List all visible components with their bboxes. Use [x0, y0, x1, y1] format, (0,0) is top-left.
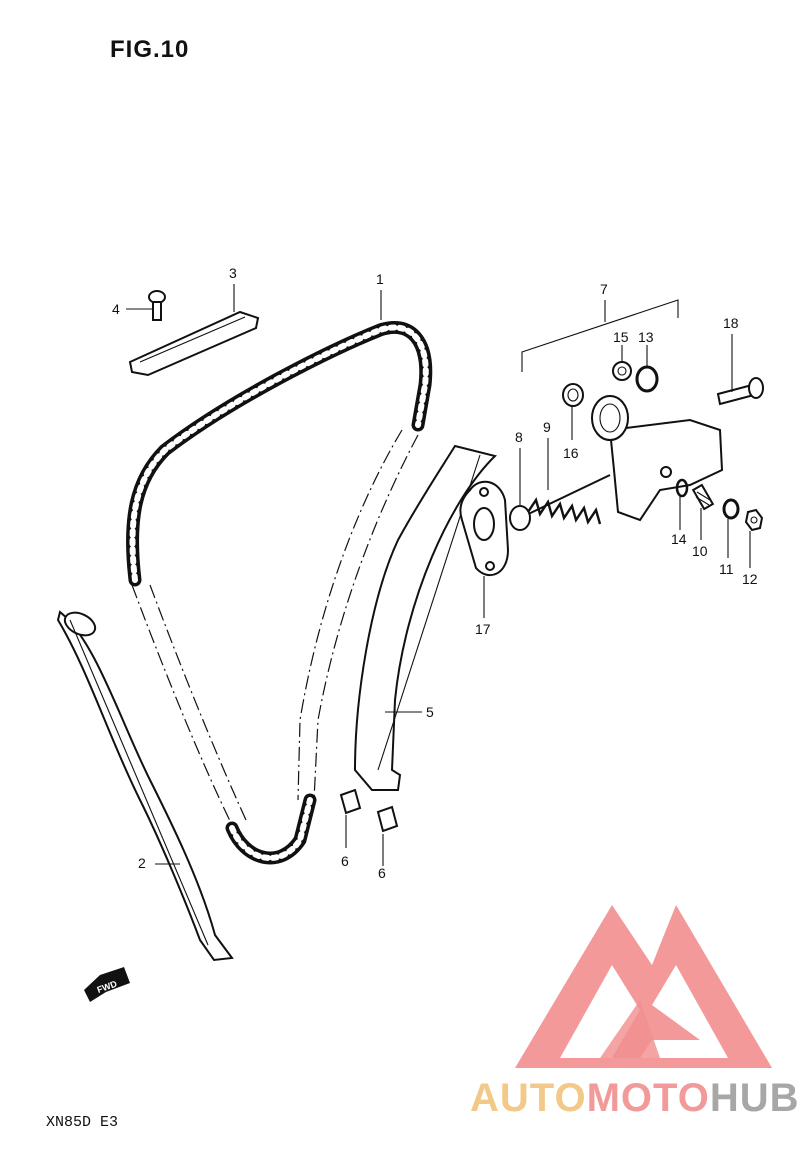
tensioner-body-part	[591, 395, 724, 522]
callout-4: 4	[112, 301, 120, 317]
damper-part-6a	[339, 788, 362, 815]
callout-18: 18	[723, 315, 739, 331]
callout-14: 14	[671, 531, 687, 547]
callout-9: 9	[543, 419, 551, 435]
callout-5: 5	[426, 704, 434, 720]
washer-part-14	[675, 478, 689, 498]
nut-part-15	[612, 361, 632, 381]
damper-part-6b	[376, 805, 399, 833]
callout-10: 10	[692, 543, 708, 559]
watermark-text: AUTOMOTOHUB	[470, 1076, 800, 1121]
callout-6b: 6	[378, 865, 386, 881]
callout-16: 16	[563, 445, 579, 461]
watermark-part-auto: AUTO	[470, 1076, 587, 1120]
spring-part	[527, 497, 602, 525]
screw-part-10	[691, 483, 715, 511]
tensioner-guide-left-part	[56, 610, 234, 962]
tensioner-assembly-bracket	[521, 299, 679, 372]
watermark-logo-icon	[515, 905, 772, 1068]
callout-13: 13	[638, 329, 654, 345]
callout-2: 2	[138, 855, 146, 871]
cap-part-16	[562, 383, 584, 407]
leader-lines	[126, 284, 751, 866]
callout-3: 3	[229, 265, 237, 281]
callout-7: 7	[600, 281, 608, 297]
callout-15: 15	[613, 329, 629, 345]
bolt-part-18	[716, 377, 764, 406]
figure-title: FIG.10	[110, 36, 190, 63]
watermark-part-hub: HUB	[709, 1076, 800, 1120]
callout-12: 12	[742, 571, 758, 587]
callout-1: 1	[376, 271, 384, 287]
washer-part-11	[722, 498, 740, 520]
bolt-part-4	[148, 290, 166, 321]
o-ring-part-13	[635, 365, 659, 393]
model-code: XN85D E3	[46, 1114, 119, 1131]
gasket-part	[459, 480, 510, 577]
cam-chain-part	[126, 321, 433, 865]
callout-6a: 6	[341, 853, 349, 869]
watermark-part-moto: MOTO	[586, 1076, 710, 1120]
nut-part-12	[744, 508, 764, 532]
callout-17: 17	[475, 621, 491, 637]
callout-11: 11	[719, 561, 734, 577]
push-rod-part	[509, 474, 611, 531]
forward-arrow-icon: FWD	[84, 967, 130, 1002]
callout-8: 8	[515, 429, 523, 445]
chain-guide-top-part	[128, 310, 260, 377]
